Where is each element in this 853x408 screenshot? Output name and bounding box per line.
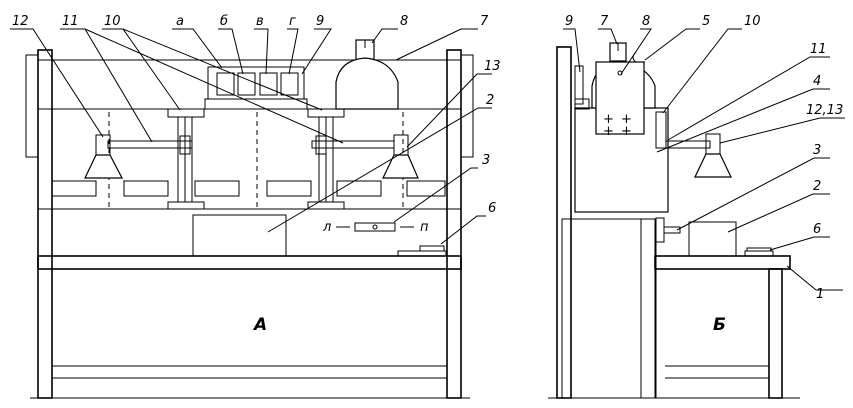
label-10: 10 [104,14,121,29]
side-label-7: 7 [600,14,609,29]
front-right-tab [460,54,474,158]
side-label-5: 5 [702,14,710,29]
side-view: + + + + [548,28,845,399]
front-view [10,28,492,399]
side-label-12-13: 12,13 [806,103,843,118]
front-right-post [446,49,462,399]
view-title-side: Б [713,315,726,335]
front-label-group: 12 11 10 а б в г 9 8 7 13 2 3 6 л п А [12,14,501,335]
switch-label-left: л [322,220,331,235]
label-2: 2 [486,93,494,108]
side-label-2: 2 [813,179,821,194]
side-label-1: 1 [816,287,824,302]
switch-label-right: п [420,220,429,235]
lamp-dome [335,57,399,110]
front-device [192,214,287,257]
svg-text:+: + [603,112,614,127]
front-leaders [10,28,492,245]
label-13: 13 [484,59,501,74]
label-3: 3 [482,153,490,168]
svg-text:+: + [603,124,614,139]
label-7: 7 [480,14,489,29]
label-b: б [220,14,228,29]
side-label-8: 8 [642,14,650,29]
label-11: 11 [62,14,79,29]
label-9: 9 [316,14,324,29]
side-main-post [556,46,572,399]
label-g: г [289,14,296,29]
switch-body [354,222,396,232]
side-device [688,221,737,257]
indicator-g [280,72,299,96]
side-leaders [563,28,845,291]
side-label-group: 9 7 8 5 10 11 4 12,13 3 2 6 1 Б [565,14,843,335]
svg-text:+: + [621,112,632,127]
side-plus-marks: + + + + [603,112,632,139]
label-a: а [176,14,184,29]
side-label-6: 6 [813,222,821,237]
side-table-top [654,255,791,270]
label-8: 8 [400,14,408,29]
indicator-b [237,72,256,96]
side-label-9: 9 [565,14,573,29]
indicator-v [259,72,278,96]
side-label-11: 11 [810,42,827,57]
front-left-post [37,49,53,399]
front-table-top [37,255,462,270]
label-12: 12 [12,14,29,29]
svg-text:+: + [621,124,632,139]
left-lamp [84,154,123,179]
label-6: 6 [488,201,496,216]
side-label-3: 3 [813,143,821,158]
indicator-a [216,72,235,96]
side-back-leg [768,268,783,399]
side-label-10: 10 [744,14,761,29]
view-title-front: А [252,315,267,335]
side-label-4: 4 [813,74,821,89]
right-lamp [382,154,419,179]
side-lamp [694,153,732,178]
front-left-tab [25,54,39,158]
label-v: в [256,14,264,29]
